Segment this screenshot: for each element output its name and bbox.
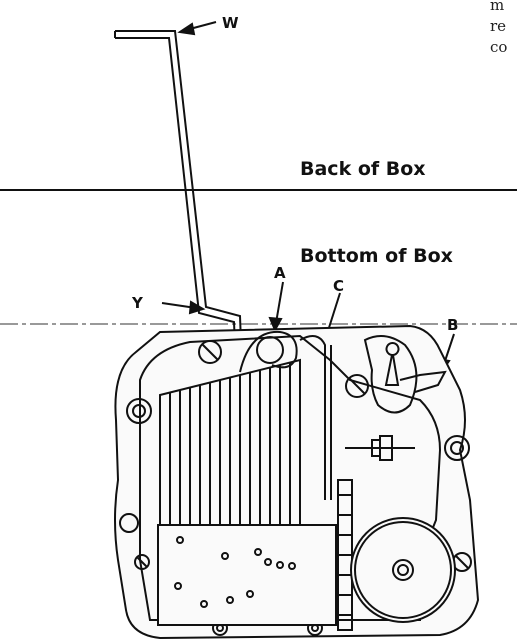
winding-wire [114,30,243,371]
a-arrowhead [268,316,283,333]
w-arrowhead [177,22,196,36]
corner-text-2: re [490,17,506,35]
bottom-of-box-label: Bottom of Box [300,245,453,267]
y-arrowhead [188,300,206,315]
gear-rack [337,435,415,631]
label-w: W [222,14,239,32]
label-c: C [333,277,344,295]
a-pointer [275,281,284,324]
b-pointer [443,333,455,365]
music-cylinder [157,524,337,626]
label-y: Y [131,294,144,312]
corner-text-1: m [490,0,504,14]
spring-barrel [350,517,456,623]
back-of-box-label: Back of Box [300,158,426,180]
comb-teeth [169,362,291,525]
corner-text-3: co [490,38,507,56]
wire-loops [239,330,332,500]
label-a: A [274,264,286,282]
label-b: B [447,316,458,334]
